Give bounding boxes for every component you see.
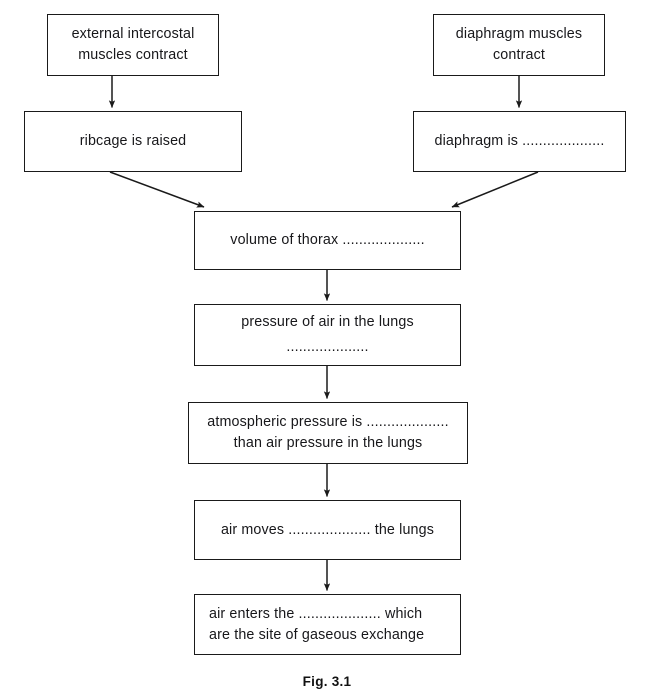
node-line: air enters the .................... whic…	[209, 605, 423, 622]
node-diaphragm-muscles-contract: diaphragm muscles contract	[433, 14, 605, 76]
node-ribcage-is-raised: ribcage is raised	[24, 111, 242, 172]
node-line: muscles contract	[78, 47, 188, 63]
node-line: air moves .................... the lungs	[220, 521, 435, 538]
node-air-moves: air moves .................... the lungs	[194, 500, 461, 560]
node-line: volume of thorax ....................	[230, 232, 425, 249]
node-line: contract	[493, 47, 545, 63]
node-line: diaphragm muscles	[455, 26, 583, 43]
node-pressure-of-air-in-lungs: pressure of air in the lungs ...........…	[194, 304, 461, 366]
connector-diaphragm-to-thorax	[451, 171, 539, 208]
node-volume-of-thorax: volume of thorax ....................	[194, 211, 461, 270]
node-line: ribcage is raised	[79, 133, 187, 150]
node-air-enters-alveoli: air enters the .................... whic…	[194, 594, 461, 655]
node-diaphragm-is-blank: diaphragm is ....................	[413, 111, 626, 172]
node-atmospheric-pressure: atmospheric pressure is ................…	[188, 402, 468, 464]
node-line-blank: ....................	[286, 339, 369, 356]
node-line: atmospheric pressure is ................…	[207, 414, 449, 431]
node-line: pressure of air in the lungs	[241, 313, 414, 330]
node-line: external intercostal	[71, 26, 195, 43]
figure-caption: Fig. 3.1	[302, 674, 352, 689]
node-line: diaphragm is ....................	[434, 133, 605, 150]
node-line: than air pressure in the lungs	[233, 435, 423, 451]
connector-ribcage-to-thorax	[109, 171, 205, 208]
node-line: are the site of gaseous exchange	[209, 626, 425, 643]
node-external-intercostal-muscles: external intercostal muscles contract	[47, 14, 219, 76]
